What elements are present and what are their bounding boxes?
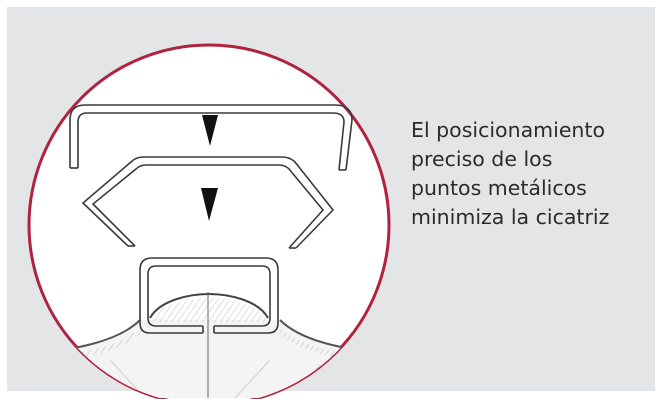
- closed-staple: [139, 257, 279, 334]
- caption-line: puntos metálicos: [411, 176, 587, 200]
- caption: El posicionamiento preciso de los puntos…: [411, 116, 651, 232]
- bending-staple: [81, 156, 335, 249]
- arrow-down-icon: [201, 188, 218, 221]
- magnifier-circle: [27, 43, 391, 399]
- caption-line: minimiza la cicatriz: [411, 205, 610, 229]
- caption-line: preciso de los: [411, 147, 553, 171]
- open-staple: [69, 104, 353, 171]
- arrow-down-icon: [202, 115, 218, 146]
- caption-line: El posicionamiento: [411, 118, 606, 142]
